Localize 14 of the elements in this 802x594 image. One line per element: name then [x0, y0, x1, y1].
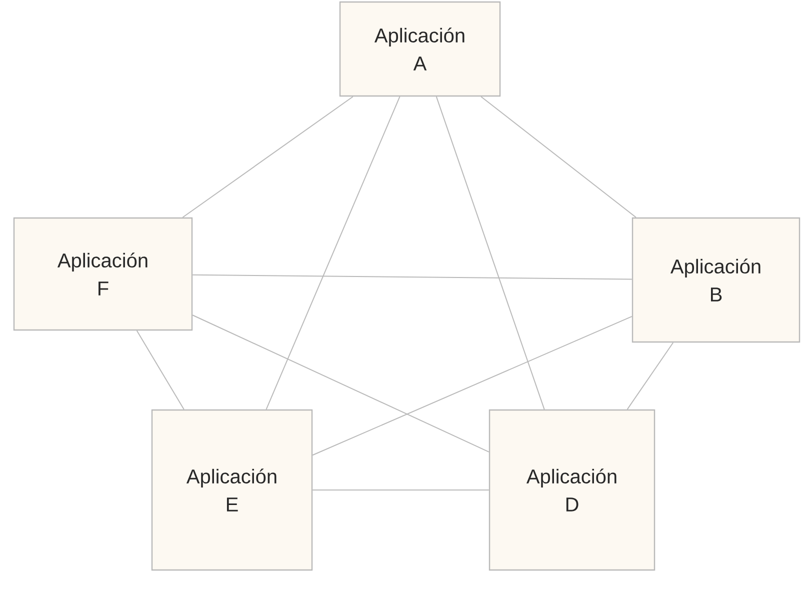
connector-line	[436, 96, 545, 410]
connector-line	[192, 314, 490, 452]
connector-line	[312, 316, 632, 456]
connector-line	[266, 96, 400, 410]
connector-line	[626, 342, 674, 410]
connector-line	[480, 96, 636, 218]
connector-line	[136, 330, 184, 410]
connector-line	[192, 274, 632, 280]
application-box: Aplicación A	[339, 1, 501, 97]
application-box: Aplicación E	[151, 409, 313, 571]
connector-line	[182, 96, 354, 218]
application-box: Aplicación B	[632, 217, 800, 343]
application-box: Aplicación D	[488, 409, 656, 571]
application-box: Aplicación F	[13, 217, 193, 331]
